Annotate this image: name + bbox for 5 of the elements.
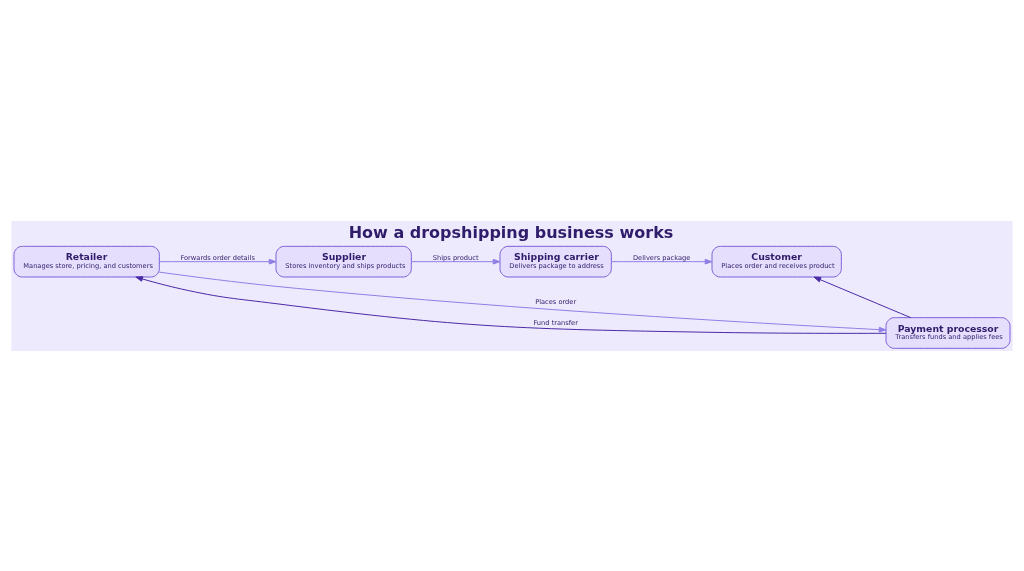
diagram-title: How a dropshipping business works xyxy=(348,222,674,242)
arrow xyxy=(158,258,277,264)
arrow xyxy=(813,276,912,318)
arrow xyxy=(411,258,501,264)
arrow xyxy=(611,258,713,264)
